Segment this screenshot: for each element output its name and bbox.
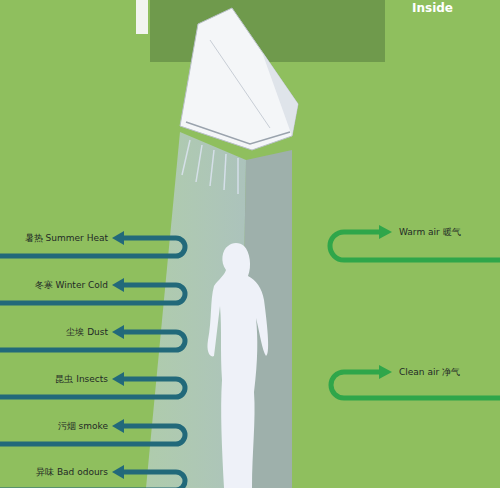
woman-silhouette bbox=[207, 243, 268, 488]
blocked-item-label: 昆虫 Insects bbox=[55, 373, 108, 385]
mounting-plate bbox=[136, 0, 148, 34]
blocked-item-label: 尘埃 Dust bbox=[66, 326, 108, 338]
rejected-air-arrows bbox=[0, 238, 185, 488]
inside-air-label: Warm air 暖气 bbox=[399, 226, 461, 238]
inside-air-label: Clean air 净气 bbox=[399, 366, 460, 378]
inside-arrowheads bbox=[379, 225, 392, 379]
blocked-item-label: 异味 Bad odours bbox=[36, 466, 108, 478]
blocked-item-label: 暑热 Summer Heat bbox=[25, 232, 108, 244]
inside-air-arrows bbox=[330, 232, 500, 398]
blocked-item-label: 污烟 smoke bbox=[58, 420, 108, 432]
rejected-arrowheads bbox=[112, 231, 124, 479]
air-streaks bbox=[182, 140, 238, 194]
air-conditioner bbox=[180, 8, 298, 150]
blocked-item-label: 冬寒 Winter Cold bbox=[35, 279, 108, 291]
wall bbox=[150, 0, 385, 62]
corner-title: Inside bbox=[412, 1, 453, 16]
